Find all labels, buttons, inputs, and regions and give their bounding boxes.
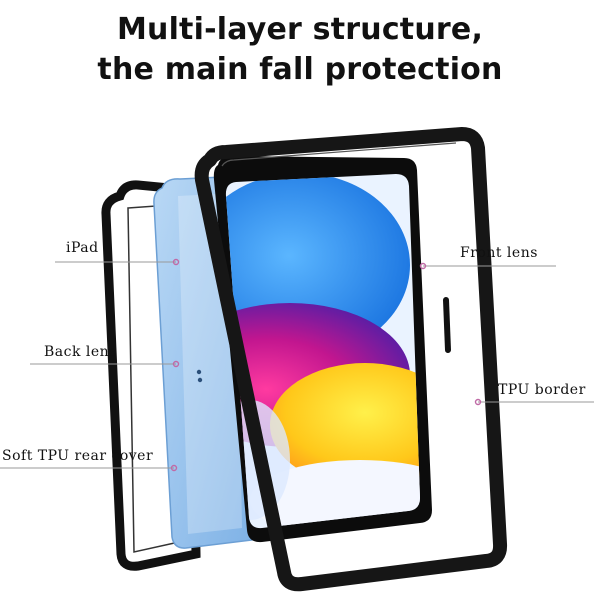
label-ipad: iPad bbox=[66, 240, 99, 256]
side-button bbox=[197, 370, 201, 374]
label-back-lens: Back lens bbox=[44, 344, 117, 360]
label-front-lens: Front lens bbox=[460, 245, 538, 261]
label-tpu-border: TPU border bbox=[498, 382, 586, 398]
label-soft-tpu-rear-cover: Soft TPU rear cover bbox=[2, 448, 153, 464]
